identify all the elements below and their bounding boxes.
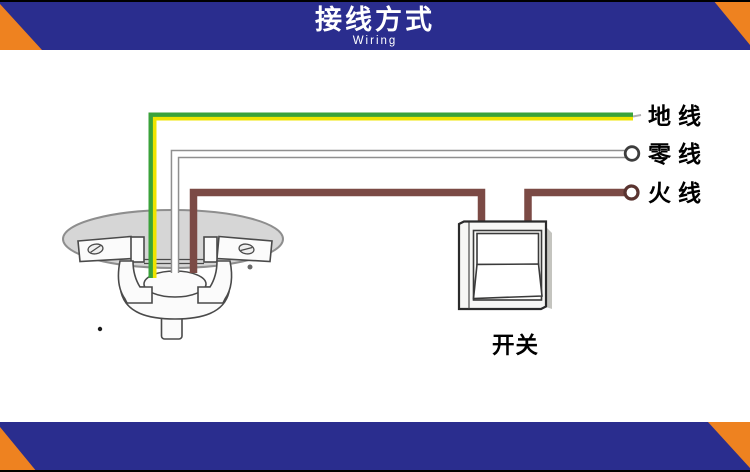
live-wire-lamp-to-switch bbox=[189, 188, 486, 273]
switch-side-shadow bbox=[546, 227, 552, 309]
footer-right-orange-corner bbox=[708, 422, 750, 468]
lamp-left-flange bbox=[130, 236, 145, 263]
header-left-orange-corner bbox=[0, 4, 42, 50]
lamp-left-wing bbox=[77, 235, 134, 263]
footer-corner-decorations bbox=[0, 422, 750, 472]
page-subtitle: Wiring bbox=[352, 35, 398, 47]
neutral-wire-label: 零线 bbox=[648, 141, 708, 167]
ground-wire-tip bbox=[632, 114, 642, 118]
live-wire-label: 火线 bbox=[648, 180, 708, 206]
switch-rocker-top bbox=[476, 232, 540, 266]
header-right-orange-corner bbox=[713, 0, 750, 45]
ground-wire bbox=[148, 112, 633, 278]
neutral-terminal-icon bbox=[623, 145, 641, 162]
lamp-right-flange bbox=[203, 236, 218, 263]
header-corner-decorations bbox=[0, 0, 750, 50]
shade-speck bbox=[247, 264, 253, 270]
page-title: 接线方式 bbox=[315, 5, 435, 35]
wall-switch bbox=[457, 220, 552, 311]
ground-wire-yellow-stripe bbox=[152, 116, 633, 278]
switch-label: 开关 bbox=[492, 333, 540, 358]
bottom-edge-line bbox=[0, 470, 750, 472]
ground-wire-label: 地线 bbox=[648, 103, 708, 129]
live-wire-switch-to-source bbox=[524, 188, 626, 224]
left-screw-icon bbox=[87, 243, 104, 255]
switch-rocker-bottom bbox=[472, 263, 543, 300]
neutral-wire bbox=[172, 151, 626, 273]
footer-left-orange-corner bbox=[0, 427, 37, 472]
header-banner: 接线方式 Wiring bbox=[0, 0, 750, 50]
ink-speck bbox=[97, 326, 103, 332]
wires bbox=[148, 112, 642, 278]
top-edge-line bbox=[0, 0, 750, 2]
live-terminal-icon bbox=[623, 184, 640, 201]
right-screw-icon bbox=[238, 243, 255, 255]
header-text-block: 接线方式 Wiring bbox=[0, 0, 750, 48]
lamp-right-arm bbox=[197, 260, 233, 304]
footer-banner bbox=[0, 422, 750, 472]
lamp-left-arm bbox=[117, 260, 153, 304]
